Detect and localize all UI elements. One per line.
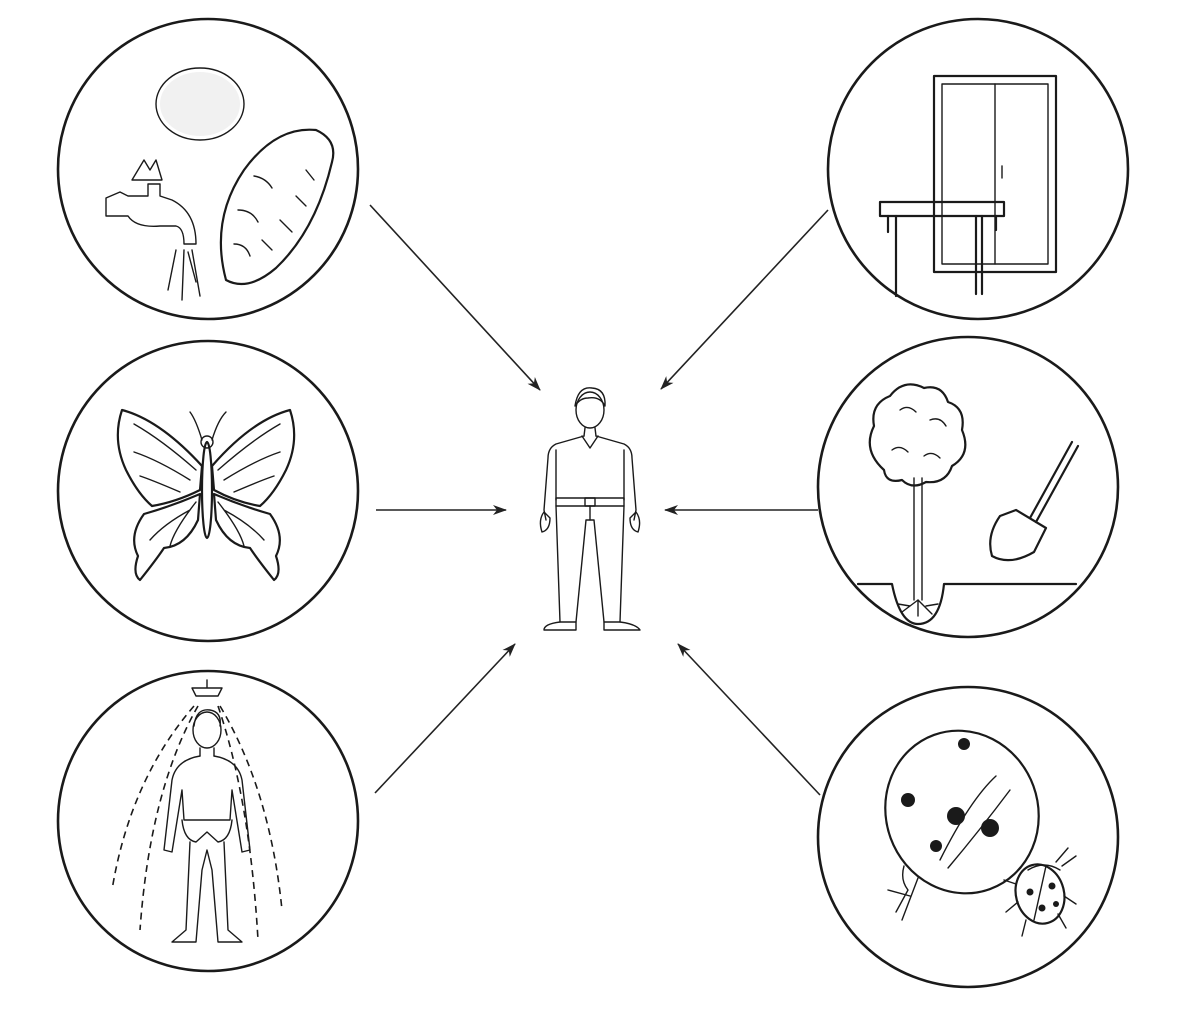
- sun-icon: [155, 67, 245, 141]
- wardrobe-icon: [932, 74, 1058, 274]
- node-circle: [56, 669, 360, 973]
- tree-icon: [868, 383, 967, 617]
- magnifying-glass-icon: [884, 729, 1040, 921]
- shovel-icon: [989, 440, 1080, 562]
- node-circle: [826, 17, 1130, 321]
- node-circle: [56, 17, 360, 321]
- node-circle: [816, 685, 1120, 989]
- node-food-water: [56, 17, 360, 321]
- node-circle: [56, 339, 360, 643]
- water-tap-icon: [105, 159, 201, 301]
- arrow-food-water: [369, 204, 541, 391]
- node-tree-planting: [816, 335, 1120, 639]
- table-icon: [878, 200, 1006, 298]
- ladybug-icon: [1003, 847, 1077, 937]
- arrow-shower: [374, 643, 516, 794]
- ground-line: [856, 582, 1078, 626]
- butterfly-icon: [116, 408, 296, 582]
- arrow-furniture: [660, 209, 829, 390]
- bread-loaf-icon: [219, 128, 335, 286]
- node-shower: [56, 669, 360, 973]
- standing-man-icon: [539, 387, 641, 631]
- node-circle: [816, 335, 1120, 639]
- node-furniture: [826, 17, 1130, 321]
- shower-person-icon: [111, 679, 283, 943]
- node-butterfly: [56, 339, 360, 643]
- edges: [369, 204, 829, 796]
- node-ladybug-magnifier: [816, 685, 1120, 989]
- arrow-ladybug-magnifier: [677, 643, 821, 796]
